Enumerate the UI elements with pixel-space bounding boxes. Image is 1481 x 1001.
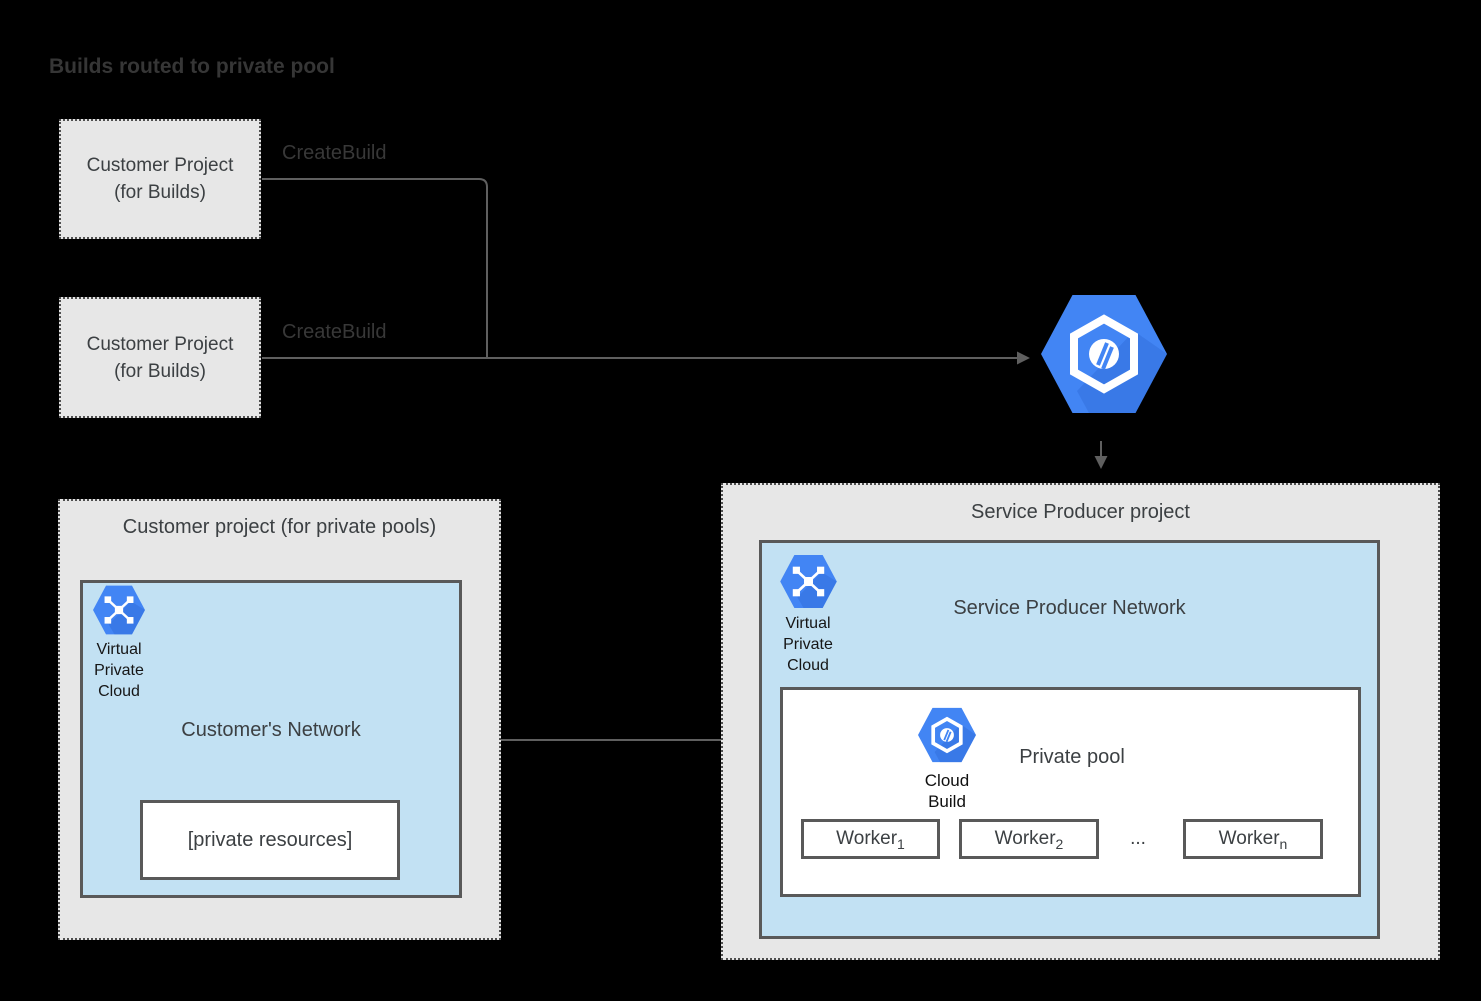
private-pool-box bbox=[780, 687, 1361, 897]
worker-2-label: Worker bbox=[994, 828, 1056, 849]
createbuild-label-2: CreateBuild bbox=[282, 321, 387, 343]
vpc-sp-label-line2: Private bbox=[783, 636, 833, 653]
vpc-icon-customer bbox=[93, 585, 145, 635]
private-resources-label: [private resources] bbox=[187, 828, 353, 851]
vpc-cust-label-line2: Private bbox=[94, 662, 144, 679]
cloud-build-label-line1: Cloud bbox=[924, 771, 970, 790]
vpc-sp-label-line1: Virtual bbox=[785, 615, 831, 632]
customer-network-title: Customer's Network bbox=[181, 719, 361, 741]
vpc-label-service-producer: Virtual Private Cloud bbox=[757, 613, 859, 676]
worker-ellipsis: ... bbox=[1130, 828, 1146, 849]
vpc-icon-service-producer bbox=[780, 555, 837, 608]
customer-project-builds-2-line2: (for Builds) bbox=[114, 360, 206, 382]
customer-pool-project-title: Customer project (for private pools) bbox=[122, 516, 437, 538]
customer-project-builds-1-line2: (for Builds) bbox=[114, 182, 206, 203]
vpc-sp-label-line3: Cloud bbox=[787, 657, 829, 674]
service-producer-network-title: Service Producer Network bbox=[953, 597, 1186, 619]
vpc-cust-label-line1: Virtual bbox=[96, 641, 142, 658]
vpc-label-customer: Virtual Private Cloud bbox=[68, 639, 170, 702]
cloud-build-icon-small bbox=[918, 704, 976, 766]
worker-n-label: Worker bbox=[1218, 828, 1280, 849]
vpc-cust-label-line3: Cloud bbox=[98, 683, 140, 700]
cloud-build-small-label: Cloud Build bbox=[895, 770, 999, 812]
customer-project-builds-2-line1: Customer Project bbox=[86, 333, 234, 355]
private-pool-title: Private pool bbox=[1019, 746, 1125, 768]
page-title: Builds routed to private pool bbox=[49, 55, 335, 78]
cloud-build-icon bbox=[1041, 295, 1167, 413]
customer-project-builds-box-1: Customer Project (for Builds) bbox=[59, 119, 261, 239]
customer-project-builds-box-2: Customer Project (for Builds) bbox=[59, 297, 261, 418]
worker-1-label: Worker bbox=[836, 828, 898, 849]
customer-project-builds-1-line1: Customer Project bbox=[86, 155, 234, 176]
cloud-build-label-line2: Build bbox=[928, 792, 966, 811]
service-producer-project-title: Service Producer project bbox=[971, 501, 1190, 523]
createbuild-label-1: CreateBuild bbox=[282, 142, 387, 164]
private-resources-box: [private resources] bbox=[140, 800, 400, 880]
